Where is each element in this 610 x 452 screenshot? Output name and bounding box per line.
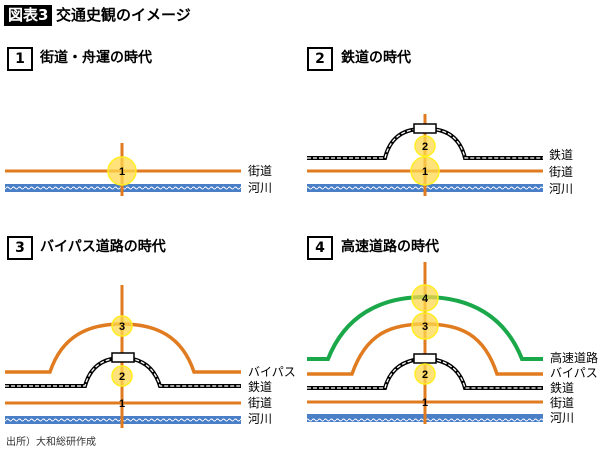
marker-label: 2 [422, 369, 428, 381]
marker-label: 2 [119, 371, 125, 383]
label-kaido: 街道 [549, 165, 574, 179]
panel-2-title: 鉄道の時代 [341, 50, 411, 66]
marker-1 [410, 156, 440, 186]
marker-4 [411, 284, 439, 312]
railway-bridge [413, 353, 437, 364]
figure-badge: 図表3 [4, 5, 53, 26]
panel-3-drawing: 3 2 1 [5, 285, 241, 428]
panel-2-drawing: 2 1 [307, 114, 543, 196]
panel-4-number: 4 [307, 236, 333, 260]
marker-1 [107, 156, 137, 186]
marker-label: 1 [119, 398, 125, 410]
marker-2 [414, 363, 436, 385]
panel-4-drawing: 4 3 2 1 [307, 262, 543, 424]
panel-1-number: 1 [7, 47, 33, 71]
label-bypass: バイパス [550, 366, 598, 380]
marker-label: 1 [422, 166, 428, 178]
source-note: 出所）大和総研作成 [6, 437, 96, 448]
marker-label: 2 [422, 141, 428, 153]
marker-label: 3 [422, 321, 428, 333]
railway-bridge [413, 123, 437, 134]
marker-label: 3 [119, 321, 125, 333]
label-river: 河川 [550, 411, 575, 425]
label-expressway: 高速道路 [550, 351, 599, 365]
label-kaido: 街道 [550, 396, 575, 410]
panel-3-number: 3 [7, 236, 33, 260]
label-railway: 鉄道 [248, 380, 273, 394]
label-river: 河川 [248, 412, 273, 426]
railway-bridge [111, 352, 135, 363]
marker-1-label: 1 [119, 166, 125, 178]
panel-3-title: バイパス道路の時代 [40, 239, 166, 255]
label-railway: 鉄道 [550, 381, 575, 395]
panel-1-title: 街道・舟運の時代 [40, 50, 152, 66]
label-kaido: 街道 [248, 164, 273, 178]
panel-2-number: 2 [307, 47, 333, 71]
marker-2 [414, 135, 436, 157]
marker-label: 1 [422, 397, 428, 409]
marker-3 [111, 315, 133, 337]
marker-label: 4 [422, 293, 429, 305]
marker-2 [111, 365, 133, 387]
label-river: 河川 [549, 182, 574, 196]
figure-title: 交通史観のイメージ [56, 6, 191, 24]
label-kaido: 街道 [248, 396, 273, 410]
panel-4-title: 高速道路の時代 [341, 239, 439, 255]
label-river: 河川 [248, 181, 273, 195]
panel-1-drawing: 1 [5, 143, 241, 196]
marker-3 [411, 312, 439, 340]
label-bypass: バイパス [248, 365, 296, 379]
label-railway: 鉄道 [549, 148, 574, 162]
